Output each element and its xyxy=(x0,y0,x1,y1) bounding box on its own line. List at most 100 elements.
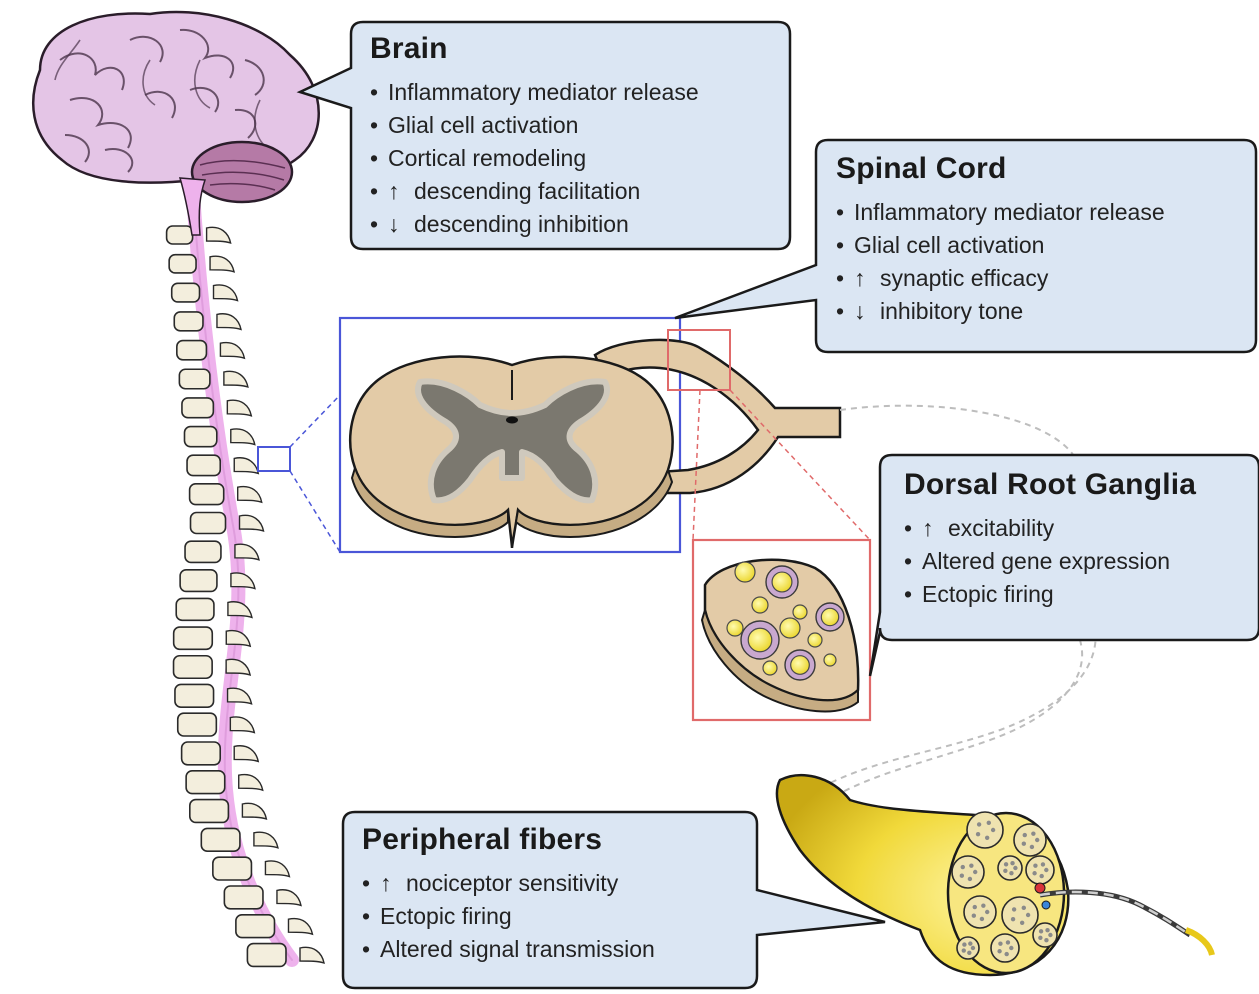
vertebra-process xyxy=(234,458,258,474)
vertebra-body xyxy=(177,341,207,360)
vertebra-process xyxy=(228,688,252,704)
axon-dot xyxy=(977,822,981,826)
axon-dot xyxy=(985,836,989,840)
axon-dot xyxy=(960,874,964,878)
vertebra-process xyxy=(224,371,248,387)
peripheral-callout-title: Peripheral fibers xyxy=(362,823,655,857)
axon-dot xyxy=(1039,929,1043,933)
bullet-item: •Ectopic firing xyxy=(904,578,1196,611)
axon-dot xyxy=(962,948,966,952)
vertebra-process xyxy=(242,803,266,819)
neuron-cell-body xyxy=(780,618,800,638)
bullet-item: •Inflammatory mediator release xyxy=(836,196,1165,229)
bullet-dot: • xyxy=(362,867,380,900)
vertebra-body xyxy=(169,255,196,273)
drg-callout-list: •↑excitability•Altered gene expression•E… xyxy=(904,512,1196,611)
peripheral-callout: Peripheral fibers •↑nociceptor sensitivi… xyxy=(362,823,655,966)
neuron-cell-body xyxy=(821,608,838,625)
axon-dot xyxy=(1020,921,1024,925)
axon-dot xyxy=(998,941,1002,945)
brain-illustration xyxy=(33,12,319,235)
axon-dot xyxy=(1011,917,1015,921)
vertebra-process xyxy=(231,429,255,445)
vertebra-body xyxy=(174,656,213,679)
neuron-cell-body xyxy=(748,628,772,652)
vertebra-body xyxy=(190,800,229,823)
vertebra-process xyxy=(239,775,263,791)
down-arrow-icon: ↓ xyxy=(388,208,414,241)
bullet-dot: • xyxy=(370,142,388,175)
vertebra-process xyxy=(254,832,278,848)
spinal-cord-callout-list: •Inflammatory mediator release•Glial cel… xyxy=(836,196,1165,328)
axon-dot xyxy=(1031,831,1035,835)
vertebra-body xyxy=(179,369,210,389)
vertebra-body xyxy=(176,598,214,620)
bullet-text: Altered signal transmission xyxy=(380,936,655,962)
axon-dot xyxy=(1023,833,1027,837)
nerve-fascicle xyxy=(952,856,984,888)
nerve-fascicle xyxy=(1014,824,1046,856)
up-arrow-icon: ↑ xyxy=(854,262,880,295)
axon-dot xyxy=(1004,952,1008,956)
nerve-fascicle xyxy=(957,937,979,959)
spinal-cord-callout-title: Spinal Cord xyxy=(836,152,1165,186)
bullet-text: Inflammatory mediator release xyxy=(854,199,1165,225)
neuron-cell-body xyxy=(752,597,768,613)
neuron-cell-body xyxy=(735,562,755,582)
bullet-item: •↑excitability xyxy=(904,512,1196,545)
axon-dot xyxy=(1013,866,1017,870)
bullet-text: Glial cell activation xyxy=(854,232,1044,258)
axon-dot xyxy=(1022,842,1026,846)
vertebra-body xyxy=(247,944,286,967)
vertebra-body xyxy=(185,541,221,562)
vertebra-body xyxy=(182,742,221,765)
bullet-text: Cortical remodeling xyxy=(388,145,586,171)
up-arrow-icon: ↑ xyxy=(922,512,948,545)
vertebra-process xyxy=(217,314,241,330)
brain-callout-list: •Inflammatory mediator release•Glial cel… xyxy=(370,76,699,241)
vertebra-body xyxy=(174,312,203,331)
up-arrow-icon: ↑ xyxy=(388,175,414,208)
axon-dot xyxy=(1022,906,1026,910)
axon-dot xyxy=(1003,869,1007,873)
bullet-dot: • xyxy=(836,229,854,262)
bullet-item: •Altered gene expression xyxy=(904,545,1196,578)
axon-dot xyxy=(991,828,995,832)
vertebra-process xyxy=(234,746,258,762)
vertebra-process xyxy=(228,602,252,618)
axon-dot xyxy=(1006,940,1010,944)
bullet-dot: • xyxy=(904,512,922,545)
bullet-item: •Ectopic firing xyxy=(362,900,655,933)
vertebra-body xyxy=(186,771,225,794)
axon-dot xyxy=(997,949,1001,953)
axon-dot xyxy=(1004,862,1008,866)
vertebra-process xyxy=(230,717,254,733)
vertebra-body xyxy=(191,513,226,534)
axon-dot xyxy=(962,942,966,946)
vertebra-body xyxy=(187,455,220,475)
axon-dot xyxy=(968,877,972,881)
vertebra-process xyxy=(288,919,312,935)
axon-dot xyxy=(968,941,972,945)
nerve-fascicle xyxy=(964,896,996,928)
bullet-item: •Altered signal transmission xyxy=(362,933,655,966)
axon-dot xyxy=(1026,913,1030,917)
vertebra-process xyxy=(277,890,301,906)
axon-dot xyxy=(971,946,975,950)
axon-dot xyxy=(972,914,976,918)
bullet-item: •Glial cell activation xyxy=(370,109,699,142)
vertebra-process xyxy=(227,400,251,416)
down-arrow-icon: ↓ xyxy=(854,295,880,328)
nerve-fascicle xyxy=(1002,897,1038,933)
axon-dot xyxy=(1032,871,1036,875)
vertebra-body xyxy=(190,484,224,505)
axon-dot xyxy=(973,905,977,909)
axon-dot xyxy=(1033,863,1037,867)
vertebra-body xyxy=(167,226,193,244)
vertebra-process xyxy=(226,631,250,647)
bullet-dot: • xyxy=(362,900,380,933)
bullet-item: •↑synaptic efficacy xyxy=(836,262,1165,295)
bullet-text: synaptic efficacy xyxy=(880,265,1048,291)
nerve-fascicle xyxy=(998,856,1022,880)
axon-dot xyxy=(1041,862,1045,866)
